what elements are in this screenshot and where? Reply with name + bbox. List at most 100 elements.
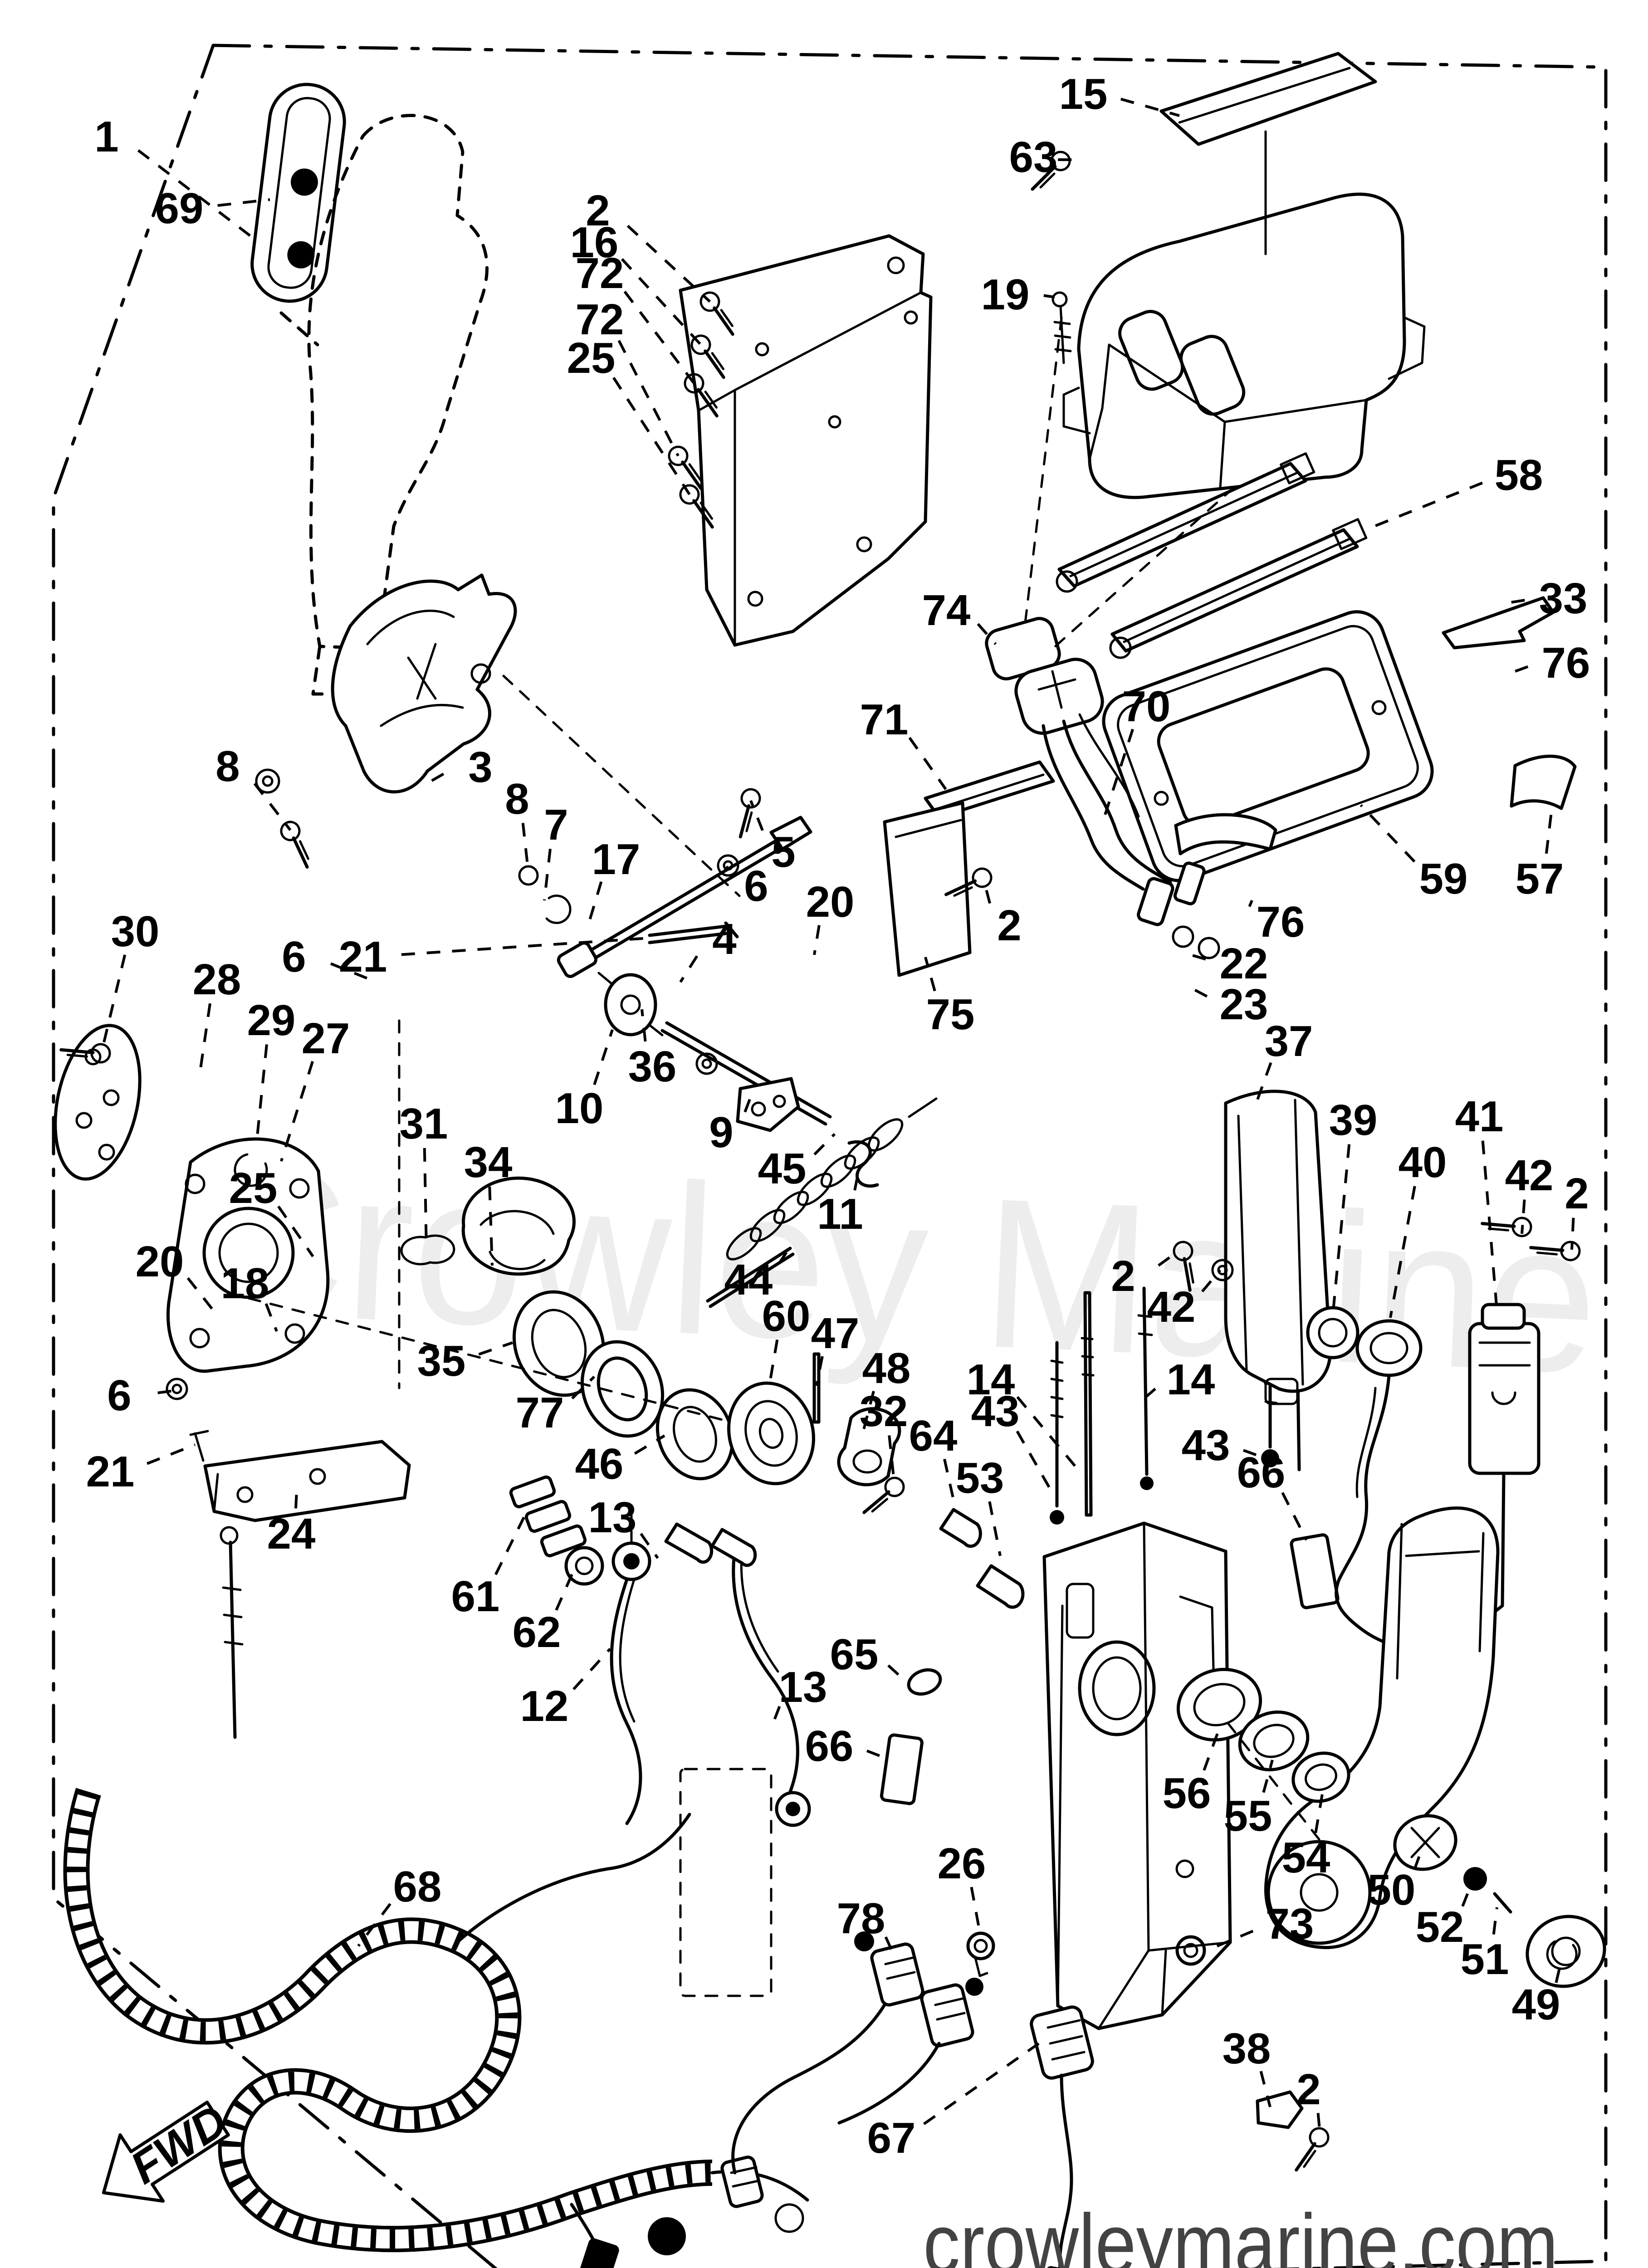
callout-76[interactable]: 76 <box>1542 639 1590 687</box>
callout-46[interactable]: 46 <box>575 1440 624 1488</box>
callout-57[interactable]: 57 <box>1516 855 1564 903</box>
callout-42[interactable]: 42 <box>1505 1151 1554 1200</box>
callout-13[interactable]: 13 <box>779 1663 827 1711</box>
callout-6[interactable]: 6 <box>282 933 306 981</box>
leader-line-65 <box>887 1664 906 1682</box>
callout-40[interactable]: 40 <box>1399 1138 1447 1187</box>
callout-72[interactable]: 72 <box>576 295 624 344</box>
callout-63[interactable]: 63 <box>1009 133 1058 181</box>
callout-35[interactable]: 35 <box>417 1337 466 1385</box>
callout-33[interactable]: 33 <box>1539 574 1588 623</box>
callout-19[interactable]: 19 <box>981 270 1030 319</box>
callout-18[interactable]: 18 <box>221 1259 269 1308</box>
callout-7[interactable]: 7 <box>544 801 568 849</box>
callout-52[interactable]: 52 <box>1416 1903 1464 1951</box>
callout-75[interactable]: 75 <box>926 990 975 1039</box>
callout-56[interactable]: 56 <box>1163 1769 1211 1818</box>
callout-43[interactable]: 43 <box>1182 1421 1230 1470</box>
callout-31[interactable]: 31 <box>400 1100 448 1148</box>
callout-42[interactable]: 42 <box>1147 1283 1196 1331</box>
callout-4[interactable]: 4 <box>712 915 736 963</box>
callout-14[interactable]: 14 <box>967 1355 1015 1404</box>
callout-9[interactable]: 9 <box>709 1108 733 1157</box>
callout-3[interactable]: 3 <box>468 743 492 792</box>
callout-17[interactable]: 17 <box>592 835 641 884</box>
callout-39[interactable]: 39 <box>1329 1096 1378 1144</box>
callout-70[interactable]: 70 <box>1122 682 1171 731</box>
callout-26[interactable]: 26 <box>938 1839 986 1888</box>
callout-68[interactable]: 68 <box>393 1862 442 1911</box>
callout-76[interactable]: 76 <box>1257 898 1305 946</box>
callout-51[interactable]: 51 <box>1461 1935 1509 1984</box>
leader-line-7 <box>543 849 552 901</box>
callout-60[interactable]: 60 <box>762 1292 811 1340</box>
callout-21[interactable]: 21 <box>86 1447 135 1496</box>
callout-20[interactable]: 20 <box>806 878 855 926</box>
callout-58[interactable]: 58 <box>1495 451 1543 499</box>
callout-11[interactable]: 11 <box>817 1190 863 1238</box>
callout-54[interactable]: 54 <box>1282 1833 1330 1882</box>
callout-41[interactable]: 41 <box>1455 1092 1504 1141</box>
callout-1[interactable]: 1 <box>94 112 118 161</box>
leader-line-36 <box>641 1009 647 1042</box>
callout-55[interactable]: 55 <box>1224 1792 1272 1840</box>
callout-29[interactable]: 29 <box>247 996 296 1045</box>
callout-74[interactable]: 74 <box>922 586 971 635</box>
callout-2[interactable]: 2 <box>1296 2065 1320 2114</box>
callout-53[interactable]: 53 <box>956 1454 1004 1502</box>
callout-49[interactable]: 49 <box>1512 1980 1560 2029</box>
callout-14[interactable]: 14 <box>1167 1355 1215 1404</box>
callout-44[interactable]: 44 <box>724 1256 773 1304</box>
callout-15[interactable]: 15 <box>1059 70 1108 118</box>
callout-2[interactable]: 2 <box>997 901 1021 950</box>
callout-8[interactable]: 8 <box>215 742 240 791</box>
callout-77[interactable]: 77 <box>516 1388 564 1437</box>
callout-36[interactable]: 36 <box>628 1042 677 1091</box>
callout-2[interactable]: 2 <box>1111 1252 1135 1300</box>
callout-67[interactable]: 67 <box>867 2114 916 2162</box>
callout-6[interactable]: 6 <box>744 862 768 910</box>
callout-24[interactable]: 24 <box>267 1510 316 1558</box>
leader-line-11 <box>853 1165 861 1191</box>
callout-8[interactable]: 8 <box>505 775 529 823</box>
callout-48[interactable]: 48 <box>862 1344 911 1393</box>
callout-2[interactable]: 2 <box>1565 1169 1589 1218</box>
callout-5[interactable]: 5 <box>771 828 795 876</box>
callout-13[interactable]: 13 <box>588 1493 637 1542</box>
callout-34[interactable]: 34 <box>464 1138 513 1187</box>
leader-line-71 <box>908 737 947 790</box>
callout-47[interactable]: 47 <box>811 1309 860 1358</box>
callout-25[interactable]: 25 <box>567 334 616 382</box>
callout-12[interactable]: 12 <box>520 1682 569 1730</box>
callout-37[interactable]: 37 <box>1265 1017 1313 1066</box>
callout-30[interactable]: 30 <box>111 907 160 956</box>
callout-59[interactable]: 59 <box>1419 855 1468 903</box>
callout-65[interactable]: 65 <box>830 1630 879 1679</box>
callout-69[interactable]: 69 <box>155 184 204 233</box>
callout-20[interactable]: 20 <box>136 1237 184 1286</box>
callout-23[interactable]: 23 <box>1220 980 1268 1029</box>
callout-45[interactable]: 45 <box>758 1144 807 1193</box>
callout-22[interactable]: 22 <box>1220 939 1268 988</box>
callout-25[interactable]: 25 <box>229 1164 278 1212</box>
callout-72[interactable]: 72 <box>576 249 624 298</box>
callout-50[interactable]: 50 <box>1367 1866 1416 1914</box>
callout-16[interactable]: 16 <box>570 218 619 267</box>
callout-27[interactable]: 27 <box>302 1014 350 1063</box>
callout-62[interactable]: 62 <box>513 1608 561 1657</box>
callout-66[interactable]: 66 <box>805 1722 854 1770</box>
callout-6[interactable]: 6 <box>107 1371 131 1420</box>
callout-64[interactable]: 64 <box>909 1412 958 1460</box>
callout-66[interactable]: 66 <box>1237 1448 1286 1497</box>
callout-38[interactable]: 38 <box>1223 2024 1271 2073</box>
callout-71[interactable]: 71 <box>860 695 909 744</box>
callout-61[interactable]: 61 <box>451 1572 500 1621</box>
callout-32[interactable]: 32 <box>860 1387 908 1436</box>
callout-10[interactable]: 10 <box>555 1084 604 1133</box>
callout-43[interactable]: 43 <box>971 1387 1020 1436</box>
callout-78[interactable]: 78 <box>837 1894 885 1943</box>
callout-28[interactable]: 28 <box>193 955 241 1004</box>
callout-21[interactable]: 21 <box>339 933 387 981</box>
callout-2[interactable]: 2 <box>586 186 610 235</box>
callout-73[interactable]: 73 <box>1266 1900 1314 1948</box>
